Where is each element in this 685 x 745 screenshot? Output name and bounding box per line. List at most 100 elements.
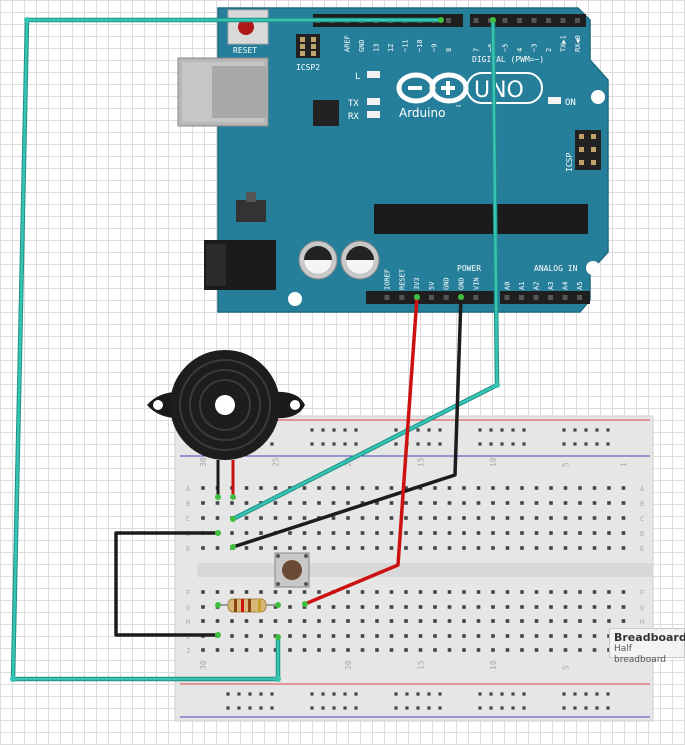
- analog-pin-label: A5: [576, 282, 584, 290]
- breadboard[interactable]: AABBCCDDEEFFGGHHIIJJ30252015105130201510…: [174, 415, 654, 722]
- breadboard-hole: [505, 605, 510, 609]
- breadboard-hole: [592, 634, 597, 638]
- header-pin: [502, 18, 508, 23]
- breadboard-hole: [578, 648, 582, 652]
- breadboard-hole: [549, 486, 553, 490]
- column-number-bottom: 10: [489, 660, 498, 670]
- digital-pin-label: 2: [545, 48, 553, 52]
- rail-hole: [500, 428, 504, 432]
- rail-hole: [343, 692, 347, 696]
- led-label-rx: RX: [348, 112, 359, 122]
- breadboard-hole: [607, 590, 611, 594]
- breadboard-hole: [578, 516, 582, 520]
- row-letter-left: A: [186, 485, 191, 493]
- rail-hole: [354, 692, 358, 696]
- breadboard-hole: [578, 531, 582, 535]
- breadboard-hole: [302, 619, 307, 623]
- reset-label: RESET: [233, 46, 257, 55]
- push-button[interactable]: [274, 552, 310, 588]
- breadboard-hole: [563, 634, 568, 638]
- breadboard-hole: [201, 605, 205, 609]
- breadboard-hole: [505, 590, 510, 594]
- rail-hole: [573, 442, 577, 446]
- breadboard-hole: [607, 516, 611, 520]
- breadboard-hole: [244, 486, 249, 490]
- rail-hole: [321, 692, 325, 696]
- breadboard-hole: [520, 590, 524, 594]
- breadboard-hole: [607, 486, 611, 490]
- column-number-bottom: 30: [199, 660, 208, 670]
- column-number-top: 10: [489, 457, 498, 467]
- breadboard-hole: [592, 501, 597, 505]
- capacitor: [298, 240, 338, 280]
- breadboard-hole: [346, 531, 350, 535]
- power-pin-label: IOREF: [384, 269, 392, 290]
- reset-button[interactable]: [227, 9, 269, 45]
- wires[interactable]: [10, 17, 500, 682]
- rail-hole: [310, 706, 314, 710]
- analog-pin-label: A4: [562, 282, 570, 290]
- brand-trademark: ™: [455, 104, 462, 112]
- breadboard-hole: [534, 516, 539, 520]
- breadboard-hole: [578, 546, 582, 550]
- breadboard-hole: [230, 634, 234, 638]
- breadboard-hole: [215, 590, 220, 594]
- row-letter-left: G: [186, 604, 190, 612]
- breadboard-hole: [331, 605, 336, 609]
- breadboard-hole: [259, 619, 263, 623]
- wire-black-gnd[interactable]: [231, 295, 463, 549]
- breadboard-hole: [389, 546, 394, 550]
- arduino-infinity-logo: [396, 72, 469, 104]
- rail-hole: [394, 706, 398, 710]
- breadboard-hole: [578, 486, 582, 490]
- digital-pin-label: AREF: [344, 35, 352, 52]
- breadboard-hole: [520, 648, 524, 652]
- breadboard-hole: [201, 501, 205, 505]
- column-number-top: 30: [199, 457, 208, 467]
- breadboard-hole: [563, 501, 568, 505]
- breadboard-hole: [375, 590, 379, 594]
- breadboard-hole: [491, 546, 495, 550]
- breadboard-hole: [317, 605, 321, 609]
- center-channel: [197, 563, 653, 577]
- breadboard-hole: [317, 501, 321, 505]
- rail-hole: [405, 706, 409, 710]
- power-pin-label: 3V3: [413, 277, 421, 290]
- breadboard-hole: [476, 634, 481, 638]
- wire-red-3v3[interactable]: [303, 295, 419, 606]
- breadboard-hole: [288, 516, 292, 520]
- rail-hole: [511, 442, 515, 446]
- breadboard-hole: [491, 486, 495, 490]
- resistor[interactable]: [218, 598, 278, 613]
- rail-hole: [584, 706, 588, 710]
- rail-hole: [522, 428, 526, 432]
- rail-hole: [595, 692, 599, 696]
- row-letter-right: A: [640, 485, 645, 493]
- rail-hole: [416, 706, 420, 710]
- rail-hole: [332, 692, 336, 696]
- breadboard-hole: [244, 619, 249, 623]
- arduino-uno-board[interactable]: RESET ICSP2 ICSP: [177, 7, 609, 313]
- breadboard-hole: [273, 619, 278, 623]
- breadboard-hole: [563, 546, 568, 550]
- rail-hole: [394, 692, 398, 696]
- breadboard-hole: [259, 648, 263, 652]
- row-letter-right: F: [640, 589, 644, 597]
- power-pin-label: 5V: [428, 281, 436, 290]
- piezo-buzzer[interactable]: [147, 350, 305, 497]
- breadboard-hole: [520, 516, 524, 520]
- icsp-label: ICSP: [565, 153, 574, 172]
- wire-black-loop[interactable]: [114, 531, 220, 637]
- digital-pin-label: ~10: [416, 39, 424, 52]
- rail-hole: [394, 442, 398, 446]
- breadboard-hole: [563, 531, 568, 535]
- mount-hole: [586, 261, 600, 275]
- row-letter-right: H: [640, 618, 644, 626]
- column-number-top: 1: [620, 462, 629, 467]
- breadboard-hole: [404, 619, 408, 623]
- usb-chip: [313, 100, 339, 126]
- breadboard-hole: [462, 619, 466, 623]
- breadboard-hole: [273, 648, 278, 652]
- rail-hole: [562, 692, 566, 696]
- row-letter-left: E: [186, 545, 190, 553]
